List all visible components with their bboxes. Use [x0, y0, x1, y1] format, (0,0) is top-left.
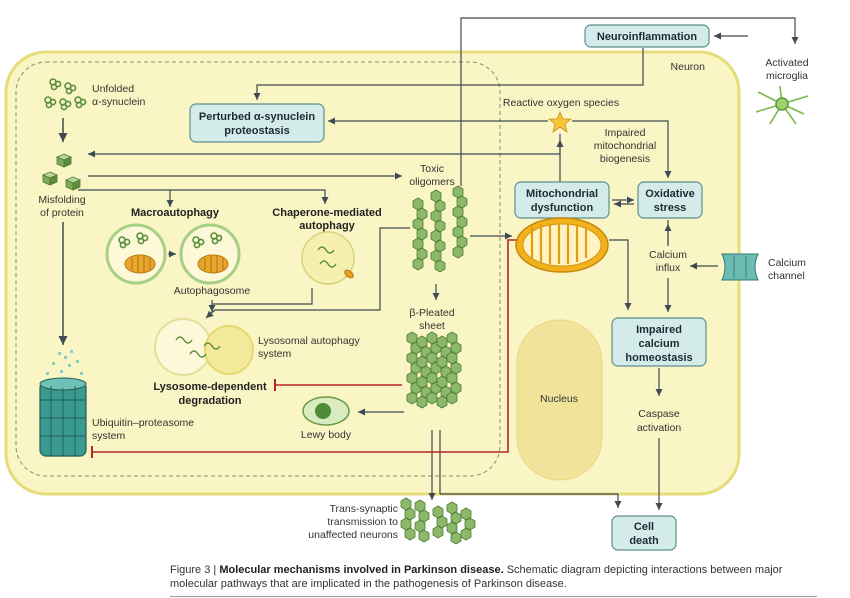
neuron-label: Neuron — [671, 61, 706, 73]
calcium-influx-label-2: influx — [656, 262, 681, 274]
trans-label-3: unaffected neurons — [308, 529, 398, 541]
misfolding-label-2: of protein — [40, 207, 84, 219]
microglia-icon — [755, 85, 809, 125]
toxic-label-1: Toxic — [420, 163, 444, 175]
trans-label-2: transmission to — [327, 516, 398, 528]
phagophore-icon — [105, 223, 167, 285]
calcium-influx-label-1: Calcium — [649, 249, 687, 261]
perturbed-label-1: Perturbed α-synuclein — [199, 111, 315, 123]
cytoplasm-dashed-region — [15, 61, 501, 477]
figure-caption: Figure 3 | Molecular mechanisms involved… — [170, 563, 830, 591]
caspase-label-1: Caspase — [638, 408, 680, 420]
impaired-biogenesis-label-1: Impaired — [605, 127, 646, 139]
cell-death-label-2: death — [629, 535, 659, 547]
macroautophagy-label: Macroautophagy — [131, 207, 220, 219]
beta-sheet-icon — [406, 331, 462, 409]
neuroinflammation-box — [584, 24, 710, 48]
calcium-channel-label-2: channel — [768, 270, 805, 282]
cma-label-2: autophagy — [299, 220, 355, 232]
ros-star-icon — [547, 110, 573, 133]
caption-rule — [170, 596, 817, 597]
calcium-homeo-label-1: Impaired — [636, 324, 682, 336]
lysosomal-label-1: Lysosomal autophagy — [258, 335, 361, 347]
figure-description: Schematic diagram depicting interactions… — [170, 564, 783, 590]
calcium-homeo-label-2: calcium — [639, 338, 680, 350]
autophagosome-icon — [179, 223, 241, 285]
parkinson-diagram: Nucleus Neuron Unfolded α-synuclein Misf… — [4, 17, 809, 551]
nucleus-shape — [516, 319, 603, 481]
misfolding-label-1: Misfolding — [38, 194, 85, 206]
oxidative-label-1: Oxidative — [645, 188, 695, 200]
lysosomal-label-2: system — [258, 348, 292, 360]
perturbed-proteostasis-box — [189, 103, 325, 143]
calcium-homeo-label-3: homeostasis — [625, 352, 692, 364]
calcium-channel-label-1: Calcium — [768, 257, 806, 269]
cma-lysosome-icon — [301, 231, 355, 285]
beta-sheet-label-1: β-Pleated — [409, 307, 454, 319]
lewy-body-label: Lewy body — [301, 429, 352, 441]
oxidative-label-2: stress — [654, 202, 686, 214]
unfolded-label-2: α-synuclein — [92, 96, 146, 108]
oxidative-stress-box — [637, 181, 703, 219]
lysosome-fusion-icon — [154, 318, 254, 376]
lewy-body-icon — [302, 396, 350, 426]
trans-label-1: Trans-synaptic — [330, 503, 398, 515]
autophagosome-label: Autophagosome — [174, 285, 251, 297]
neuroinflammation-label: Neuroinflammation — [597, 31, 698, 43]
microglia-label-1: Activated — [765, 57, 808, 69]
beta-sheet-label-2: sheet — [419, 320, 445, 332]
unfolded-label-1: Unfolded — [92, 83, 134, 95]
calcium-homeostasis-box — [611, 317, 707, 367]
mito-dys-label-2: dysfunction — [531, 202, 594, 214]
ups-label-2: system — [92, 430, 126, 442]
lysosome-dependent-label-1: Lysosome-dependent — [153, 381, 267, 393]
perturbed-label-2: proteostasis — [224, 125, 289, 137]
lysosome-dependent-label-2: degradation — [179, 395, 242, 407]
cell-death-label-1: Cell — [634, 521, 654, 533]
proteasome-icon — [39, 350, 87, 457]
figure-number: Figure 3 | — [170, 564, 217, 576]
impaired-biogenesis-label-2: mitochondrial — [594, 140, 656, 152]
impaired-biogenesis-label-3: biogenesis — [600, 153, 650, 165]
toxic-label-2: oligomers — [409, 176, 455, 188]
mito-dys-label-1: Mitochondrial — [526, 188, 598, 200]
cma-label-1: Chaperone-mediated — [272, 207, 381, 219]
ups-label-1: Ubiquitin–proteasome — [92, 417, 194, 429]
ros-label: Reactive oxygen species — [503, 97, 619, 109]
nucleus-label: Nucleus — [540, 393, 578, 405]
mitochondrion-icon — [515, 217, 609, 273]
caspase-label-2: activation — [637, 422, 682, 434]
microglia-label-2: microglia — [766, 70, 808, 82]
figure-title: Molecular mechanisms involved in Parkins… — [219, 564, 504, 576]
trans-synaptic-fibrils-icon — [400, 497, 476, 545]
cell-death-box — [611, 515, 677, 551]
calcium-channel-icon — [721, 253, 759, 281]
